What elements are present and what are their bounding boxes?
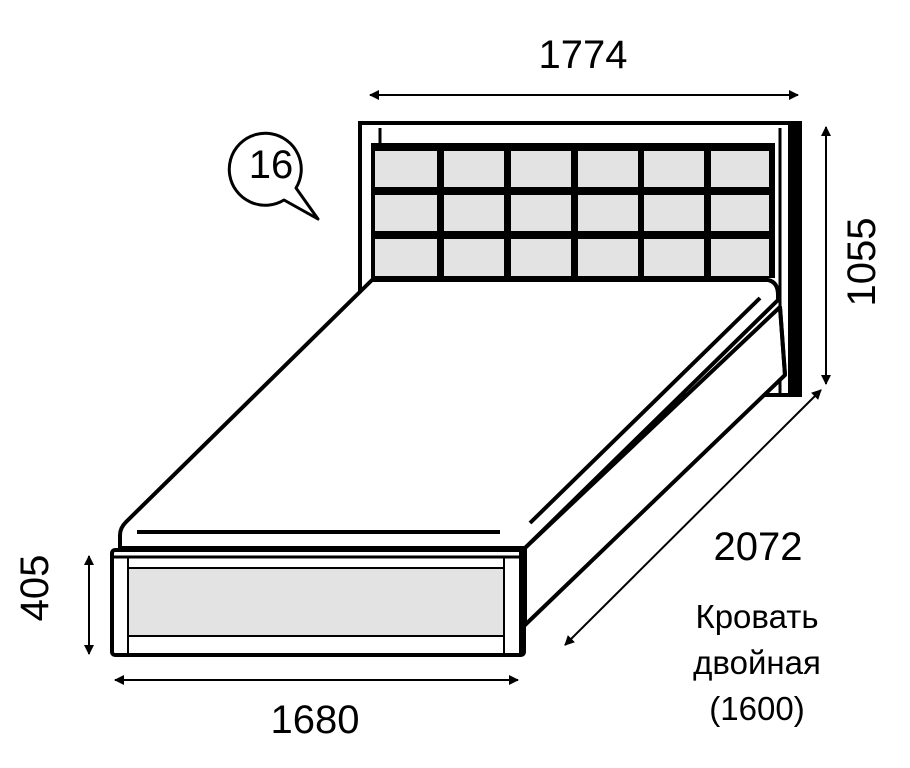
title-line-3: (1600) (709, 690, 804, 727)
dim-label-headboard-height: 1055 (840, 218, 884, 307)
dim-label-length: 2072 (714, 525, 803, 569)
title-line-1: Кровать (695, 598, 818, 635)
headboard-panel-grid (371, 143, 775, 278)
dim-line-length (564, 389, 822, 646)
item-number-badge: 16 (227, 131, 320, 221)
dimension-lines (84, 90, 831, 685)
dim-label-footboard-width: 1680 (271, 698, 360, 742)
footboard (110, 548, 526, 657)
item-number: 16 (249, 143, 294, 187)
dim-label-headboard-width: 1774 (539, 33, 628, 77)
product-title: Кровать двойная (1600) (693, 598, 821, 727)
dim-label-footboard-height: 405 (13, 555, 57, 622)
title-line-2: двойная (693, 644, 821, 681)
